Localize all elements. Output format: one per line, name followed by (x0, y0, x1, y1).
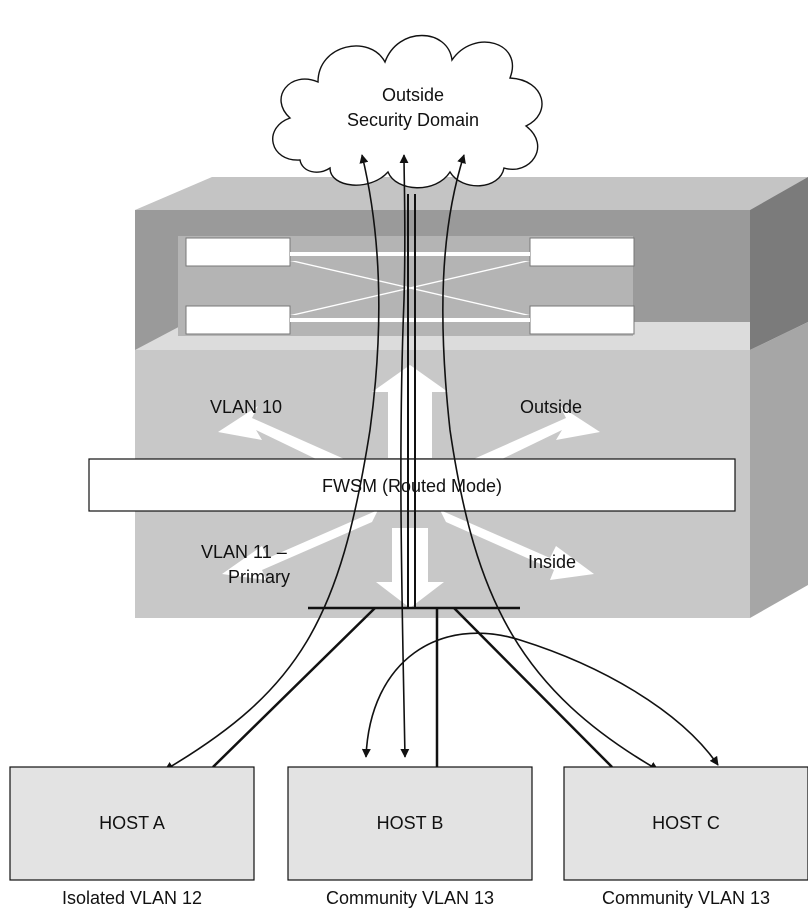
arrow-up (372, 365, 448, 458)
cloud-shape (272, 35, 543, 189)
fabric-port-top-right (529, 237, 635, 267)
host-a-label: HOST A (99, 813, 165, 833)
host-c-vlan-caption: Community VLAN 13 (602, 888, 770, 908)
host-b-label: HOST B (377, 813, 444, 833)
host-b[interactable]: HOST B (287, 766, 533, 881)
host-b-vlan-caption: Community VLAN 13 (326, 888, 494, 908)
host-a-box[interactable] (9, 766, 255, 881)
label-primary: Primary (228, 567, 290, 587)
fabric-port-bottom-left (185, 305, 291, 335)
flow-host-b-to-cloud (399, 154, 410, 758)
fabric-port-bottom-right (529, 305, 635, 335)
fabric-link-bottom (290, 318, 530, 322)
host-a[interactable]: HOST A (9, 766, 255, 881)
flow-host-b-to-host-c (361, 632, 719, 766)
flow-host-c-to-cloud (442, 154, 659, 771)
host-a-vlan-caption: Isolated VLAN 12 (62, 888, 202, 908)
fabric-link-top (290, 252, 530, 256)
host-c-box[interactable] (563, 766, 808, 881)
label-outside: Outside (520, 397, 582, 417)
switch-fabric-crossbar (178, 236, 635, 336)
switch-side-face-lower (750, 322, 808, 618)
traffic-flows (164, 154, 719, 771)
link-host-a (212, 607, 376, 768)
fabric-port-top-left (185, 237, 291, 267)
label-vlan-11: VLAN 11 – (201, 542, 287, 562)
cloud-label-line1: Outside (382, 85, 444, 105)
host-c-label: HOST C (652, 813, 720, 833)
host-b-box[interactable] (287, 766, 533, 881)
switch-side-face (750, 177, 808, 350)
flow-host-a-to-cloud (164, 154, 380, 771)
fwsm-label: FWSM (Routed Mode) (322, 476, 502, 496)
host-c[interactable]: HOST C (563, 766, 808, 881)
label-vlan-10: VLAN 10 (210, 397, 282, 417)
cloud-label-line2: Security Domain (347, 110, 479, 130)
link-host-c (453, 607, 613, 768)
label-inside: Inside (528, 552, 576, 572)
arrow-down (376, 528, 444, 608)
